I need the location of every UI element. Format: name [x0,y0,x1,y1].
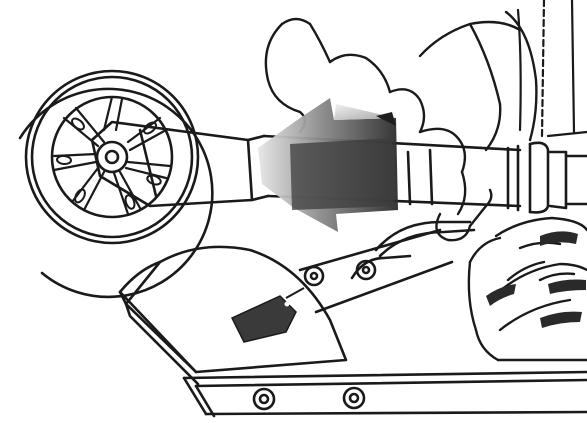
deck [184,372,587,416]
wheel-icon [20,71,212,297]
fold-direction-arrow-icon [258,98,398,232]
warning-tag [232,288,304,342]
leg [518,0,587,136]
hinge-bolt-icon [254,388,364,409]
front-fork [92,122,268,206]
shoe-shading [486,231,586,328]
